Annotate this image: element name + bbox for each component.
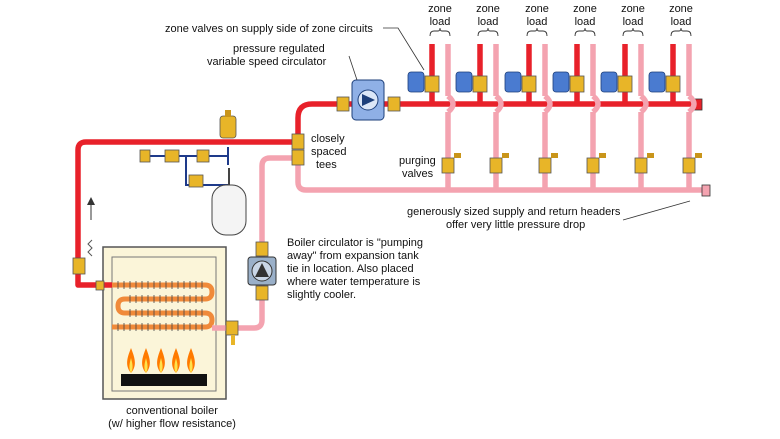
zone-valves — [407, 71, 681, 93]
purging-valve — [586, 153, 606, 174]
return-header-cap — [701, 184, 711, 197]
supply-piping — [75, 44, 700, 288]
purging-valves-label: purging — [399, 155, 436, 167]
purging-valve — [682, 153, 702, 174]
zone-label: zone — [573, 3, 597, 15]
purging-valve — [634, 153, 654, 174]
tees-label: tees — [316, 159, 337, 171]
zone-valve — [504, 71, 537, 93]
zone-label: load — [623, 16, 644, 28]
zone-valve — [648, 71, 681, 93]
zone-label: load — [527, 16, 548, 28]
zone-label: load — [575, 16, 596, 28]
boiler-circulator-label: away" from expansion tank — [287, 250, 419, 262]
purging-valve — [441, 153, 461, 174]
boiler-inner-panel — [111, 256, 217, 392]
boiler-circulator-label: tie in location. Also placed — [287, 263, 414, 275]
return-header-pipe — [295, 150, 704, 193]
purging-valves — [441, 153, 702, 174]
zone-label: zone — [476, 3, 500, 15]
expansion-tank — [211, 168, 247, 236]
coil-fins — [117, 281, 203, 331]
purging-valves-label: valves — [402, 168, 434, 180]
zone-label: zone — [621, 3, 645, 15]
burner — [121, 374, 207, 386]
supply-header-pipe — [295, 101, 700, 142]
headers-label: generously sized supply and return heade… — [407, 206, 621, 218]
boiler — [102, 246, 227, 400]
closely-spaced-tees — [291, 133, 305, 166]
circulator-label: variable speed circulator — [207, 56, 327, 68]
zone-valve — [455, 71, 488, 93]
headers-label: offer very little pressure drop — [446, 219, 585, 231]
boiler-supply-pipe — [75, 139, 298, 288]
boiler-return-valve — [225, 320, 239, 345]
zone-label: zone — [525, 3, 549, 15]
zone-valve — [600, 71, 633, 93]
heat-exchanger-coil — [112, 282, 215, 330]
air-separator — [219, 110, 237, 139]
tees-label: spaced — [311, 146, 346, 158]
zone-labels: zone load zone load zone load zone load … — [428, 3, 693, 28]
tees-label: closely — [311, 133, 345, 145]
zone-label: zone — [428, 3, 452, 15]
circulator-label: pressure regulated — [233, 43, 325, 55]
zone-braces — [429, 27, 692, 37]
variable-speed-circulator — [336, 79, 401, 121]
boiler-circulator — [247, 241, 277, 301]
fill-valve-assembly — [139, 147, 229, 188]
boiler-label: (w/ higher flow resistance) — [108, 418, 236, 430]
zone-label: load — [430, 16, 451, 28]
return-crossovers — [446, 93, 697, 115]
boiler-circulator-label: Boiler circulator is "pumping — [287, 237, 423, 249]
zone-label: load — [671, 16, 692, 28]
leader-lines — [348, 27, 691, 221]
boiler-circulator-label: where water temperature is — [286, 276, 421, 288]
zone-label: load — [478, 16, 499, 28]
purging-valve — [489, 153, 509, 174]
zone-valves-label: zone valves on supply side of zone circu… — [165, 23, 373, 35]
flames — [127, 348, 195, 373]
zone-valve — [552, 71, 585, 93]
boiler-supply-fittings — [72, 239, 105, 291]
zone-valve — [407, 71, 440, 93]
purging-valve — [538, 153, 558, 174]
zone-label: zone — [669, 3, 693, 15]
boiler-circulator-label: slightly cooler. — [287, 289, 356, 301]
boiler-cabinet — [102, 246, 227, 400]
boiler-label: conventional boiler — [126, 405, 218, 417]
